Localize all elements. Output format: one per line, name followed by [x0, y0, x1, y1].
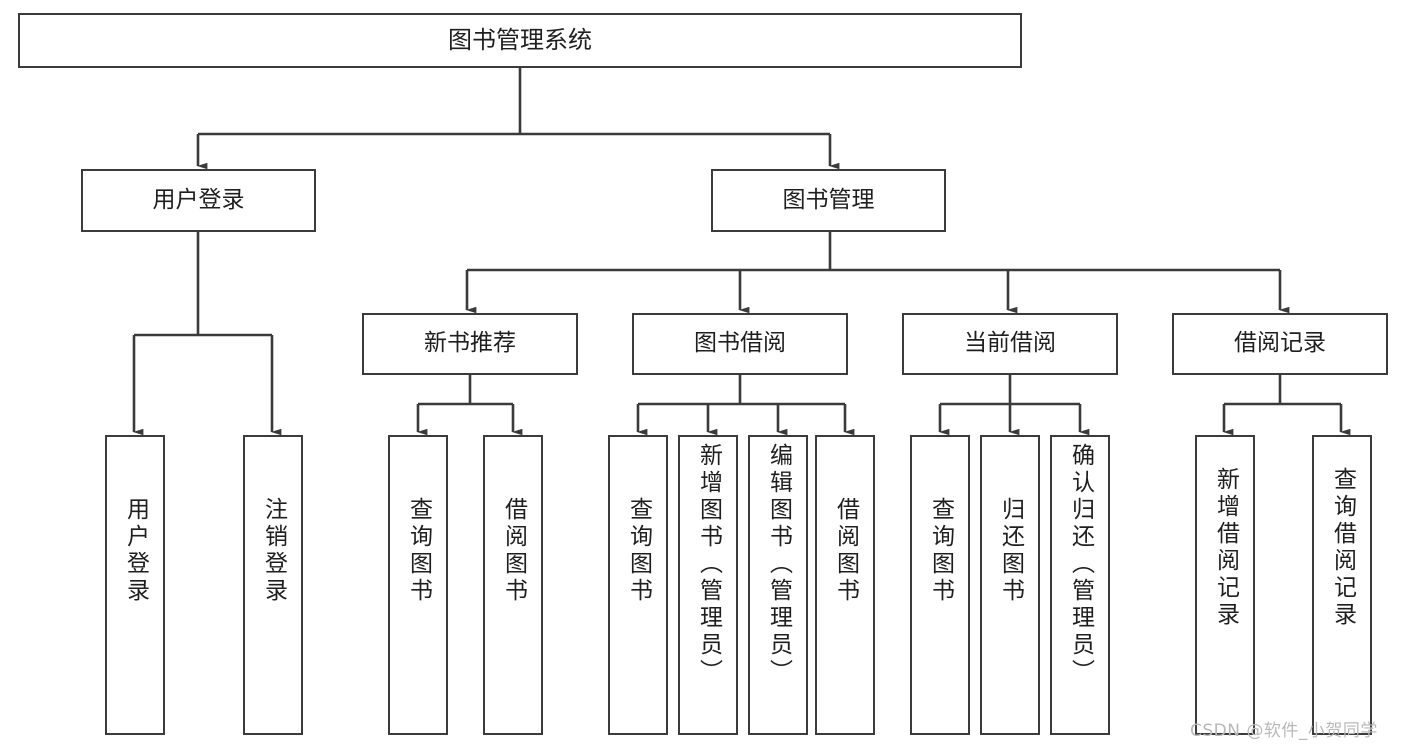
node-leaf-query-book-borrow-label: 查询图书 [625, 497, 652, 605]
node-book-management-label: 图书管理 [782, 186, 875, 213]
node-leaf-query-book-borrow[interactable]: 查询图书 [608, 435, 668, 735]
node-leaf-borrow-book-recommend-label: 借阅图书 [500, 497, 527, 605]
node-book-management[interactable]: 图书管理 [711, 169, 946, 232]
node-leaf-edit-book-admin[interactable]: 编辑图书（管理员） [748, 435, 808, 735]
node-leaf-query-book-recommend-label: 查询图书 [405, 497, 432, 605]
node-user-login-label: 用户登录 [152, 186, 245, 213]
node-user-login[interactable]: 用户登录 [81, 169, 316, 232]
csdn-watermark: CSDN @软件_小贺同学 [1190, 721, 1378, 741]
node-root-book-management-system[interactable]: 图书管理系统 [18, 13, 1022, 68]
node-current-borrow-label: 当前借阅 [964, 330, 1056, 357]
node-leaf-logout-label: 注销登录 [260, 497, 287, 605]
node-leaf-confirm-return-admin[interactable]: 确认归还（管理员） [1050, 435, 1110, 735]
node-leaf-add-borrow-record-label: 新增借阅记录 [1212, 467, 1239, 629]
node-leaf-user-login[interactable]: 用户登录 [105, 435, 165, 735]
node-new-book-recommend[interactable]: 新书推荐 [362, 313, 578, 375]
node-book-borrow-label: 图书借阅 [694, 330, 786, 357]
node-leaf-add-book-admin-label: 新增图书（管理员） [695, 443, 722, 686]
node-current-borrow[interactable]: 当前借阅 [902, 313, 1118, 375]
node-leaf-logout[interactable]: 注销登录 [243, 435, 303, 735]
node-new-book-recommend-label: 新书推荐 [424, 330, 516, 357]
node-root-label: 图书管理系统 [448, 26, 592, 55]
node-leaf-query-borrow-record[interactable]: 查询借阅记录 [1312, 435, 1372, 735]
node-leaf-query-book-recommend[interactable]: 查询图书 [388, 435, 448, 735]
node-leaf-query-borrow-record-label: 查询借阅记录 [1329, 467, 1356, 629]
node-leaf-borrow-book-label: 借阅图书 [832, 497, 859, 605]
node-leaf-return-book-label: 归还图书 [997, 497, 1024, 605]
node-leaf-user-login-label: 用户登录 [122, 497, 149, 605]
node-leaf-add-borrow-record[interactable]: 新增借阅记录 [1195, 435, 1255, 735]
node-leaf-edit-book-admin-label: 编辑图书（管理员） [765, 443, 792, 686]
node-leaf-confirm-return-admin-label: 确认归还（管理员） [1067, 443, 1094, 686]
node-leaf-return-book[interactable]: 归还图书 [980, 435, 1040, 735]
node-leaf-borrow-book[interactable]: 借阅图书 [815, 435, 875, 735]
node-book-borrow[interactable]: 图书借阅 [632, 313, 848, 375]
node-leaf-borrow-book-recommend[interactable]: 借阅图书 [483, 435, 543, 735]
node-leaf-query-book-current-label: 查询图书 [927, 497, 954, 605]
node-borrow-records[interactable]: 借阅记录 [1172, 313, 1388, 375]
node-leaf-add-book-admin[interactable]: 新增图书（管理员） [678, 435, 738, 735]
node-borrow-records-label: 借阅记录 [1234, 330, 1326, 357]
node-leaf-query-book-current[interactable]: 查询图书 [910, 435, 970, 735]
